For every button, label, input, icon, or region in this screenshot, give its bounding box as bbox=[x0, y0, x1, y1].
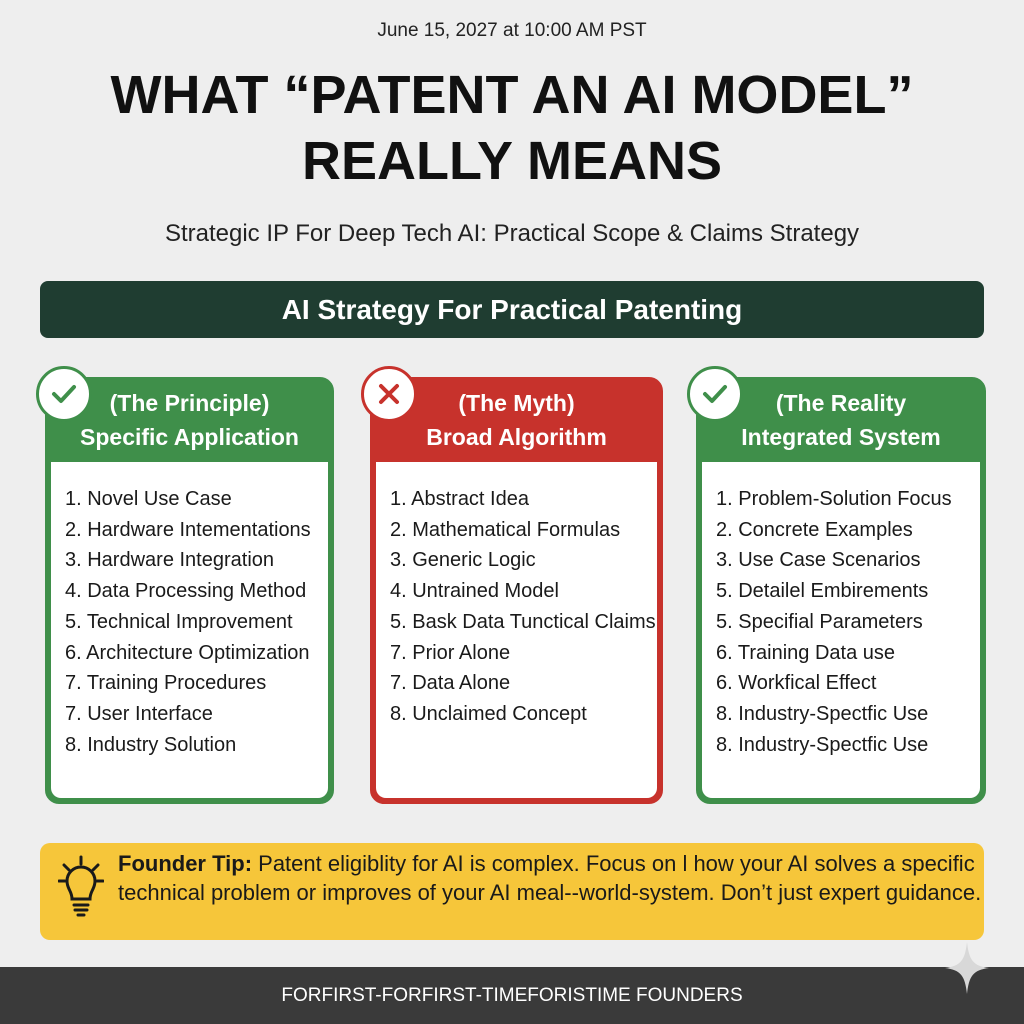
list-item: 5. Bask Data Tunctical Claims bbox=[390, 610, 656, 633]
list-item: 6. Workfical Effect bbox=[716, 672, 877, 695]
list-item: 8. Industry Solution bbox=[65, 733, 237, 756]
card-title: Broad Algorithm bbox=[426, 424, 607, 450]
tip-text: Patent eligiblity for AI is complex. Foc… bbox=[118, 851, 982, 905]
list-item: 3. Hardware Integration bbox=[65, 549, 275, 572]
list-item: 7. User Interface bbox=[65, 702, 213, 725]
card-title: Integrated System bbox=[741, 424, 941, 450]
footer-text: FORFIRST-FORFIRST-TIMEFORISTIME FOUNDERS bbox=[281, 984, 743, 1006]
card-list: 1. Novel Use Case 2. Hardware Intementati… bbox=[51, 462, 328, 798]
check-icon bbox=[687, 366, 743, 422]
list-item: 7. Training Procedures bbox=[65, 672, 267, 695]
sparkle-icon bbox=[945, 942, 989, 999]
x-icon bbox=[361, 366, 417, 422]
card-list: 1. Problem-Solution Focus 2. Concrete Exa… bbox=[702, 462, 980, 798]
list-item: 7. Prior Alone bbox=[390, 641, 511, 664]
list-item: 4. Data Processing Method bbox=[65, 580, 307, 603]
card-title: Specific Application bbox=[80, 424, 299, 450]
list-item: 3. Generic Logic bbox=[390, 549, 536, 572]
list-item: 4. Untrained Model bbox=[390, 580, 559, 603]
list-item: 1. Novel Use Case bbox=[65, 488, 232, 510]
card-label: (The Principle) bbox=[109, 390, 270, 416]
title-line-2: REALLY MEANS bbox=[301, 131, 723, 191]
list-item: 1. Problem-Solution Focus bbox=[716, 488, 952, 510]
list-item: 1. Abstract Idea bbox=[390, 488, 529, 510]
check-icon bbox=[36, 366, 92, 422]
list-item: 8. Unclaimed Concept bbox=[390, 702, 587, 725]
list-item: 5. Specifial Parameters bbox=[716, 610, 923, 633]
card-myth: (The Myth) Broad Algorithm 1. Abstract Id… bbox=[361, 366, 663, 804]
subtitle: Strategic IP For Deep Tech AI: Practical… bbox=[164, 220, 860, 247]
list-item: 5. Detailel Embirements bbox=[716, 580, 929, 603]
founder-tip: Founder Tip: Patent eligiblity for AI is… bbox=[40, 843, 984, 940]
list-item: 7. Data Alone bbox=[390, 672, 511, 695]
lightbulb-icon bbox=[57, 855, 105, 928]
list-item: 6. Training Data use bbox=[716, 641, 895, 664]
tip-label: Founder Tip: bbox=[118, 851, 253, 876]
page-title: WHAT “PATENT AN AI MODEL” REALLY MEANS bbox=[0, 62, 1024, 194]
card-label: (The Reality bbox=[775, 390, 907, 416]
list-item: 8. Industry-Spectfic Use bbox=[716, 733, 929, 756]
list-item: 6. Architecture Optimization bbox=[65, 641, 310, 664]
list-item: 2. Concrete Examples bbox=[716, 518, 913, 541]
list-item: 2. Mathematical Formulas bbox=[390, 518, 621, 541]
event-date: June 15, 2027 at 10:00 AM PST bbox=[377, 20, 647, 41]
card-list: 1. Abstract Idea 2. Mathematical Formulas… bbox=[376, 462, 657, 798]
list-item: 3. Use Case Scenarios bbox=[716, 549, 921, 572]
footer: FORFIRST-FORFIRST-TIMEFORISTIME FOUNDERS bbox=[0, 967, 1024, 1024]
card-principle: (The Principle) Specific Application 1. N… bbox=[36, 366, 334, 804]
section-banner: AI Strategy For Practical Patenting bbox=[40, 281, 984, 338]
title-line-1: WHAT “PATENT AN AI MODEL” bbox=[110, 65, 914, 125]
list-item: 2. Hardware Intementations bbox=[65, 518, 311, 541]
card-label: (The Myth) bbox=[458, 390, 575, 416]
list-item: 8. Industry-Spectfic Use bbox=[716, 702, 929, 725]
list-item: 5. Technical Improvement bbox=[65, 610, 293, 633]
